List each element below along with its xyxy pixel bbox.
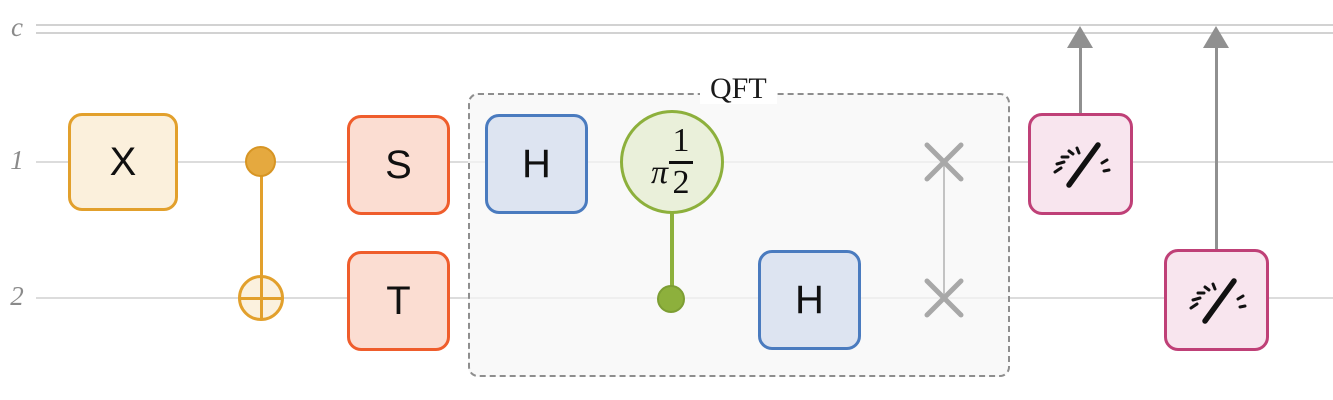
gate-s-qubit1[interactable]: S	[347, 115, 450, 215]
gate-h-qubit2[interactable]: H	[758, 250, 861, 350]
gate-t-qubit2[interactable]: T	[347, 251, 450, 351]
cphase-expression: π 1 2	[650, 121, 694, 201]
meter-icon	[1053, 142, 1110, 188]
cnot-connector-line	[259, 162, 263, 298]
cnot-control-dot[interactable]	[245, 146, 276, 177]
swap-connector-line	[943, 162, 945, 298]
swap-x-icon-qubit2[interactable]	[920, 274, 968, 322]
cnot-target-circle[interactable]	[238, 275, 284, 321]
classical-wire-bottom	[36, 32, 1333, 34]
phase-fraction: 1 2	[669, 121, 694, 201]
cphase-gate-circle[interactable]: π 1 2	[620, 110, 724, 214]
gate-x-qubit1[interactable]: X	[68, 113, 178, 211]
fraction-bar	[669, 160, 694, 164]
cphase-control-dot[interactable]	[657, 285, 685, 313]
measurement-arrow-shaft-2	[1215, 46, 1218, 252]
pi-symbol: π	[650, 154, 669, 191]
qft-group-label: QFT	[700, 74, 777, 104]
swap-x-icon-qubit1[interactable]	[920, 138, 968, 186]
classical-wire-label: c	[11, 12, 23, 42]
gate-measure-qubit1[interactable]	[1028, 113, 1133, 215]
measurement-arrow-head-2	[1203, 26, 1229, 48]
measurement-arrow-head-1	[1067, 26, 1093, 48]
measurement-arrow-shaft-1	[1079, 46, 1082, 116]
qubit-wire-label-1: 1	[10, 145, 24, 175]
fraction-numerator: 1	[672, 121, 690, 159]
cphase-connector-line	[670, 162, 674, 298]
qubit-wire-label-2: 2	[10, 281, 24, 311]
fraction-denominator: 2	[672, 163, 690, 201]
meter-icon	[1189, 278, 1246, 324]
gate-measure-qubit2[interactable]	[1164, 249, 1269, 351]
classical-wire-top	[36, 24, 1333, 26]
gate-h-qubit1[interactable]: H	[485, 114, 588, 214]
